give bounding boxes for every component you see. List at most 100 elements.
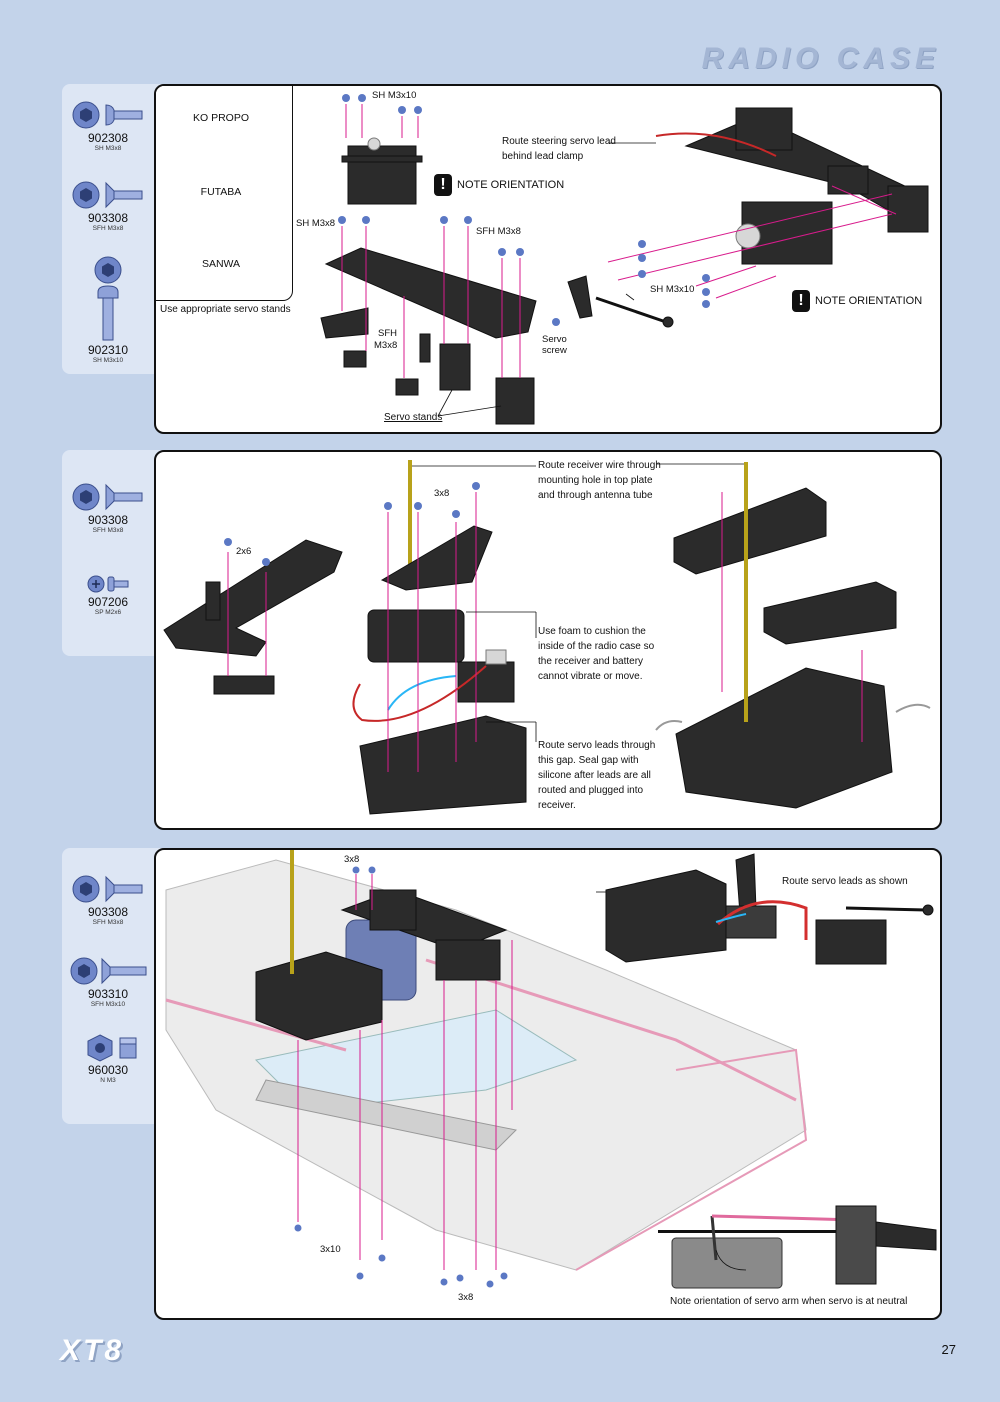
servo-stand: [495, 377, 535, 425]
radio-case-assembled: [675, 667, 893, 809]
part-code: 902308: [87, 131, 129, 145]
stand-post: [419, 333, 431, 363]
text-line: Route receiver wire through: [538, 460, 661, 471]
part-desc: SP M2x6: [94, 609, 122, 616]
part-903308: 903308 SFH M3x8: [62, 872, 154, 927]
parts-tab-step2: 903308 SFH M3x8 907206 SP M2x6: [62, 450, 172, 656]
page-title: RADIO CASE: [701, 42, 940, 75]
servo-rear: [435, 939, 501, 981]
text-line: and through antenna tube: [538, 490, 653, 501]
label-servo-screw: Servo screw: [542, 334, 567, 356]
brand-label-futaba: FUTABA: [200, 186, 242, 198]
step3-panel: 3x8 3x10 3x8 Route servo leads as shown …: [154, 848, 942, 1320]
label-3x10: 3x10: [320, 1244, 341, 1255]
label-foam: Use foam to cushion the inside of the ra…: [538, 624, 654, 684]
part-code: 902310: [87, 343, 129, 357]
part-code: 903308: [87, 905, 129, 919]
text-line: receiver.: [538, 800, 576, 811]
parts-tab-step3: 903308 SFH M3x8 903310 SFH M3x10 960030 …: [62, 848, 172, 1124]
part-code: 903310: [87, 987, 129, 1001]
part-desc: SFH M3x8: [92, 919, 124, 926]
flat-head-screw-icon: [70, 957, 147, 985]
part-desc: SFH M3x10: [90, 1001, 126, 1008]
flat-head-screw-icon: [72, 181, 143, 209]
part-desc: SH M3x8: [94, 145, 122, 152]
text-line: cannot vibrate or move.: [538, 671, 643, 682]
inset-steering-servo: [815, 919, 887, 965]
text-line: mounting hole in top plate: [538, 475, 653, 486]
battery-cover: [763, 581, 897, 645]
label-route-steering: Route steering servo lead behind lead cl…: [502, 134, 616, 164]
exclamation-icon: !: [792, 290, 810, 312]
step2-diagram: [163, 460, 931, 815]
text-line: Route steering servo lead: [502, 136, 616, 147]
antenna-tube: [744, 462, 748, 722]
part-code: 903308: [87, 513, 129, 527]
part-desc: SFH M3x8: [92, 527, 124, 534]
part-902310: 902310 SH M3x10: [62, 256, 154, 365]
servo-stand: [887, 185, 929, 233]
button-head-screw-icon: [72, 101, 143, 129]
text-line: inside of the radio case so: [538, 641, 655, 652]
label-sfh: SFH: [378, 328, 397, 339]
label-route-leads: Route servo leads through this gap. Seal…: [538, 738, 655, 813]
note-orientation-left: ! NOTE ORIENTATION: [434, 174, 564, 196]
radio-case-lower: [359, 715, 527, 815]
radio-case-lid: [673, 487, 827, 575]
text-line: Servo: [542, 334, 567, 345]
label-sfh-m3x8: SFH M3x8: [476, 226, 521, 237]
label-route-receiver: Route receiver wire through mounting hol…: [538, 458, 661, 503]
top-plate: [380, 525, 493, 591]
stands-note: Use appropriate servo stands: [160, 304, 291, 315]
label-3x8-bottom: 3x8: [458, 1292, 474, 1303]
lock-nut-icon: [87, 1034, 137, 1062]
note-orientation-right: ! NOTE ORIENTATION: [792, 290, 922, 312]
brand-label-ko-propo: KO PROPO: [192, 112, 249, 124]
part-902308: 902308 SH M3x8: [62, 98, 154, 153]
flat-head-screw-icon: [72, 875, 143, 903]
servo-stand: [827, 165, 869, 195]
text-line: Route servo leads through: [538, 740, 656, 751]
part-907206: 907206 SP M2x6: [62, 572, 154, 617]
button-head-screw-icon: [94, 256, 122, 341]
part-desc: N M3: [100, 1077, 116, 1084]
page-number: 27: [941, 1342, 956, 1357]
step3-diagram: [165, 850, 937, 1289]
text-line: silicone after leads are all: [538, 770, 651, 781]
text-line: routed and plugged into: [538, 785, 644, 796]
label-sh-m3x8: SH M3x8: [296, 218, 336, 229]
stand: [343, 350, 367, 368]
part-code: 960030: [87, 1063, 129, 1077]
servo-left: [341, 137, 423, 205]
part-desc: SH M3x10: [92, 357, 124, 364]
step1-panel: KO PROPO FUTABA SANWA Use appropriate se…: [154, 84, 942, 434]
label-route-shown: Route servo leads as shown: [782, 876, 908, 887]
receiver-mount: [213, 675, 275, 695]
phillips-screw-icon: [87, 575, 129, 593]
flat-head-screw-icon: [72, 483, 143, 511]
inset-servo-saver: [835, 1205, 877, 1285]
text-line: this gap. Seal gap with: [538, 755, 639, 766]
label-servo-arm-note: Note orientation of servo arm when servo…: [670, 1296, 908, 1307]
step1-diagram: [167, 94, 929, 425]
label-sh-m3x10: SH M3x10: [372, 90, 417, 101]
parts-tab-step1: 902308 SH M3x8 903308 SFH M3x8 902310 SH…: [62, 84, 172, 374]
antenna-tube: [290, 850, 294, 974]
text-line: screw: [542, 345, 567, 356]
servo-stand: [439, 343, 471, 391]
top-plate-bracket: [163, 539, 343, 657]
part-960030: 960030 N M3: [62, 1032, 154, 1085]
text-line: Use foam to cushion the: [538, 626, 646, 637]
part-903308: 903308 SFH M3x8: [62, 178, 154, 233]
inset-radio-box: [605, 869, 727, 963]
inset-servo-neutral: [671, 1237, 783, 1289]
servo-saver-mount: [320, 307, 369, 339]
label-2x6: 2x6: [236, 546, 252, 557]
brand-label-sanwa: SANWA: [201, 258, 241, 270]
servo-arm: [567, 275, 593, 319]
part-code: 903308: [87, 211, 129, 225]
part-desc: SFH M3x8: [92, 225, 124, 232]
label-3x8-top: 3x8: [344, 854, 360, 865]
note-text: NOTE ORIENTATION: [457, 179, 565, 191]
step2-panel: 2x6 3x8 Route receiver wire through moun…: [154, 450, 942, 830]
